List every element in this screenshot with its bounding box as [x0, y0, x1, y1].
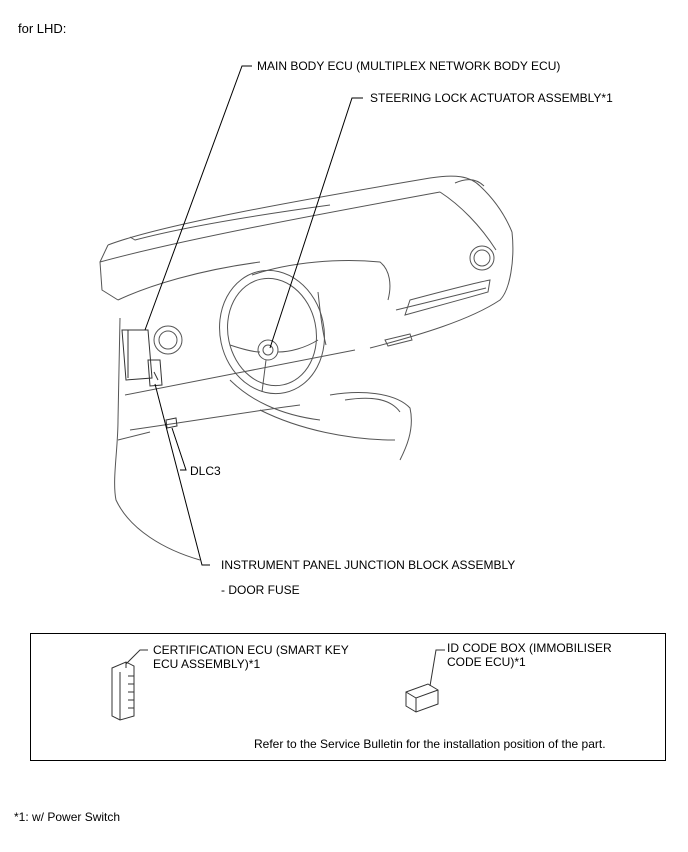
- id-code-box-icon: [405, 649, 445, 713]
- id-code-box-label-line2: CODE ECU)*1: [447, 655, 526, 669]
- certification-ecu-icon: [111, 649, 148, 721]
- steering-wheel: [219, 269, 325, 395]
- legend-box: [30, 633, 666, 761]
- junction-block-part: [121, 329, 163, 387]
- variant-label: for LHD:: [18, 21, 67, 36]
- ip-junction-block-label: INSTRUMENT PANEL JUNCTION BLOCK ASSEMBLY: [221, 558, 516, 572]
- leader-lines: [144, 65, 363, 566]
- dashboard-outline: [99, 175, 514, 561]
- door-fuse-label: - DOOR FUSE: [221, 583, 300, 597]
- certification-ecu-label-line1: CERTIFICATION ECU (SMART KEY: [153, 643, 349, 657]
- main-body-ecu-label: MAIN BODY ECU (MULTIPLEX NETWORK BODY EC…: [257, 59, 561, 73]
- certification-ecu-label-line2: ECU ASSEMBLY)*1: [153, 657, 261, 671]
- steering-lock-label: STEERING LOCK ACTUATOR ASSEMBLY*1: [370, 91, 613, 105]
- dlc3-label: DLC3: [190, 464, 221, 478]
- power-switch-footnote: *1: w/ Power Switch: [14, 810, 121, 824]
- dlc3-connector: [165, 417, 178, 429]
- id-code-box-label-line1: ID CODE BOX (IMMOBILISER: [447, 641, 612, 655]
- service-bulletin-note: Refer to the Service Bulletin for the in…: [254, 737, 606, 751]
